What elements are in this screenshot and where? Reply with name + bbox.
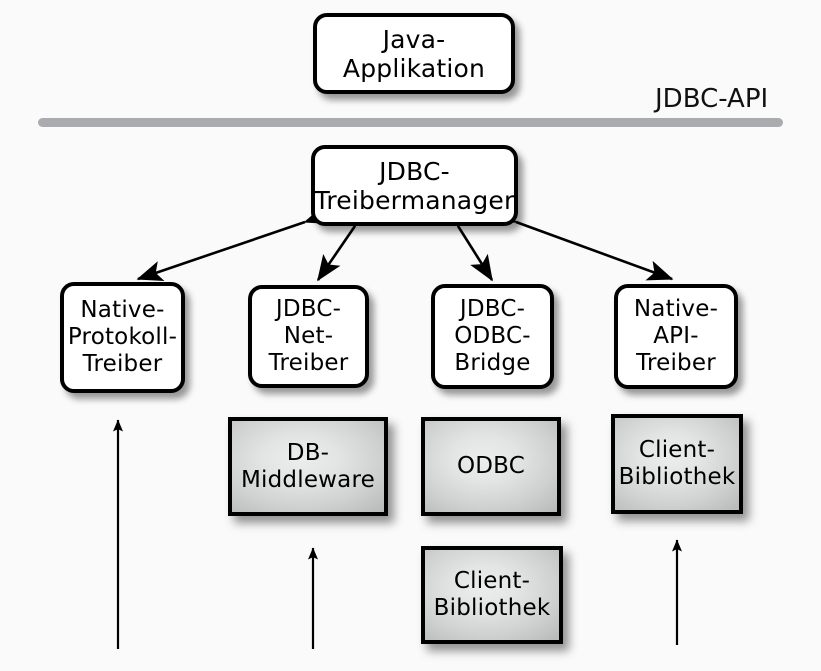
- connector-manager-jdbc-net: [316, 199, 378, 282]
- node-native-api-treiber[interactable]: Native- API- Treiber: [614, 284, 738, 389]
- node-db-middleware[interactable]: DB- Middleware: [228, 417, 388, 516]
- node-jdbc-odbc-bridge[interactable]: JDBC- ODBC- Bridge: [431, 284, 554, 389]
- connector-manager-jdbc-odbc: [436, 199, 494, 282]
- node-java-applikation[interactable]: Java- Applikation: [313, 13, 515, 94]
- connector-manager-native-api: [489, 203, 674, 281]
- node-jdbc-net-treiber[interactable]: JDBC- Net- Treiber: [248, 285, 369, 388]
- jdbc-api-separator-bar: [38, 118, 783, 127]
- node-jdbc-treibermanager[interactable]: JDBC- Treibermanager: [311, 145, 518, 226]
- node-client-bibliothek-right[interactable]: Client- Bibliothek: [611, 414, 743, 514]
- node-client-bibliothek-center[interactable]: Client- Bibliothek: [421, 546, 563, 644]
- connector-manager-native-protokoll: [136, 204, 332, 281]
- node-odbc[interactable]: ODBC: [421, 417, 561, 516]
- node-native-protokoll-treiber[interactable]: Native- Protokoll- Treiber: [60, 282, 185, 393]
- jdbc-api-label: JDBC-API: [655, 84, 769, 114]
